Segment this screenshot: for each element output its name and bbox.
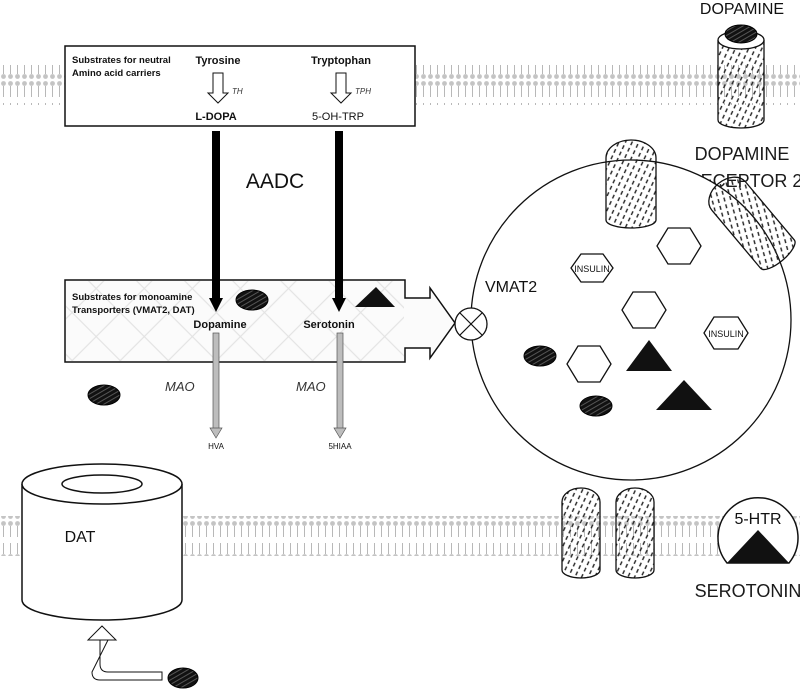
neutral-amino-acid-box — [64, 45, 416, 127]
membrane-channel-1 — [561, 487, 601, 579]
dopamine-receptor-top — [717, 30, 765, 129]
lower-box-title-2: Transporters (VMAT2, DAT) — [72, 305, 195, 316]
receptor-label-1: DOPAMINE — [695, 144, 790, 164]
membrane-channel-2 — [615, 487, 655, 579]
monoamine-box-lattice — [66, 281, 404, 361]
serotonin-molecule-vesicle-2 — [656, 380, 712, 410]
serotonin-label: SEROTONIN — [695, 581, 800, 601]
tph-label: TPH — [355, 87, 371, 96]
aadc-serotonin-shaft — [335, 131, 343, 301]
dopamine-receptor-vesicle-side — [708, 176, 796, 271]
insulin-label-2: INSULIN — [708, 329, 744, 339]
5-htr-receptor: 5-HTR — [717, 497, 799, 564]
mao-dopamine-shaft — [212, 332, 220, 430]
mao-left-label: MAO — [165, 379, 195, 394]
th-label: TH — [232, 87, 243, 96]
aadc-dopamine-shaft — [212, 131, 220, 301]
tph-hollow-arrow — [329, 72, 353, 104]
insulin-label-1: INSULIN — [574, 264, 610, 274]
mao-serotonin-head — [333, 427, 347, 439]
upper-box-title-2: Amino acid carriers — [72, 68, 161, 79]
dat-uptake-arrow — [86, 625, 163, 681]
dat-cylinder-body — [21, 484, 183, 621]
dopamine-molecule-vesicle-1 — [523, 345, 557, 367]
dopamine-molecule-vesicle-2 — [579, 395, 613, 417]
receptor-top-body — [717, 40, 765, 129]
dopamine-top-label: DOPAMINE — [700, 1, 784, 18]
hexagon-empty-3 — [566, 345, 612, 383]
5-oh-trp-label: 5-OH-TRP — [312, 111, 364, 123]
l-dopa-label: L-DOPA — [195, 111, 236, 123]
dat-transporter: DAT — [21, 463, 183, 621]
aadc-label: AADC — [246, 170, 304, 193]
hexagon-empty-2 — [621, 291, 667, 329]
serotonin-molecule-box — [355, 287, 395, 307]
th-hollow-arrow — [206, 72, 230, 104]
insulin-hexagon-1: INSULIN — [570, 253, 614, 283]
insulin-hexagon-2: INSULIN — [703, 316, 749, 350]
dopamine-molecule-box — [235, 289, 269, 311]
dopamine-in-box-label: Dopamine — [193, 319, 246, 331]
hva-label: HVA — [208, 442, 225, 451]
vmat2-label: VMAT2 — [485, 279, 537, 296]
mao-dopamine-head — [209, 427, 223, 439]
hexagon-empty-1 — [656, 227, 702, 265]
aadc-serotonin-head — [332, 298, 346, 312]
mao-right-label: MAO — [296, 379, 326, 394]
serotonin-bound — [727, 530, 789, 563]
upper-box-title-1: Substrates for neutral — [72, 55, 171, 66]
5-htr-label: 5-HTR — [734, 511, 781, 528]
dopamine-molecule-free — [87, 384, 121, 406]
tyrosine-label: Tyrosine — [195, 55, 240, 67]
serotonin-in-box-label: Serotonin — [303, 319, 355, 331]
vmat2-transporter — [454, 307, 488, 341]
dat-cylinder-opening — [61, 474, 143, 494]
dopamine-receptor-vesicle-top — [605, 139, 657, 229]
mao-serotonin-shaft — [336, 332, 344, 430]
5hiaa-label: 5HIAA — [328, 442, 352, 451]
aadc-dopamine-head — [209, 298, 223, 312]
dopamine-molecule-top — [724, 24, 758, 44]
lower-box-title-1: Substrates for monoamine — [72, 292, 192, 303]
dopamine-molecule-extracellular — [167, 667, 199, 689]
serotonin-molecule-vesicle-1 — [626, 340, 672, 371]
tryptophan-label: Tryptophan — [311, 55, 371, 67]
dat-label: DAT — [65, 529, 96, 546]
